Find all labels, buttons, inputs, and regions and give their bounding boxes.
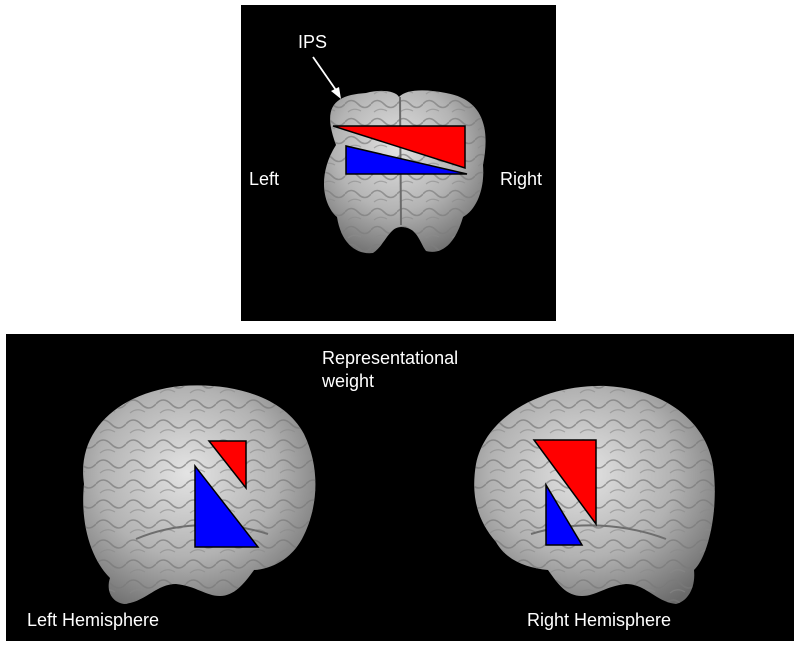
- right-blue-triangle: [545, 482, 584, 546]
- left-red-triangle: [207, 440, 247, 491]
- representational-weight-label-line2: weight: [322, 371, 375, 391]
- right-red-triangle: [532, 439, 597, 527]
- lateral-views-figure: [83, 385, 715, 604]
- left-hemisphere-label: Left Hemisphere: [27, 610, 160, 630]
- right-hemisphere-label: Right Hemisphere: [527, 610, 672, 630]
- right-label: Right: [500, 169, 543, 189]
- ips-label: IPS: [298, 32, 328, 52]
- left-blue-triangle: [194, 463, 260, 548]
- lateral-views-panel: Representational weight Left Hemisphere …: [6, 334, 794, 641]
- arrow-icon: [312, 56, 341, 99]
- representational-weight-label-line1: Representational: [322, 348, 459, 368]
- posterior-view-figure: [312, 56, 486, 254]
- left-label: Left: [249, 169, 280, 189]
- posterior-view-panel: IPS Left Right: [241, 5, 556, 321]
- blue-weight-triangle: [345, 145, 468, 175]
- red-weight-triangle: [332, 125, 466, 170]
